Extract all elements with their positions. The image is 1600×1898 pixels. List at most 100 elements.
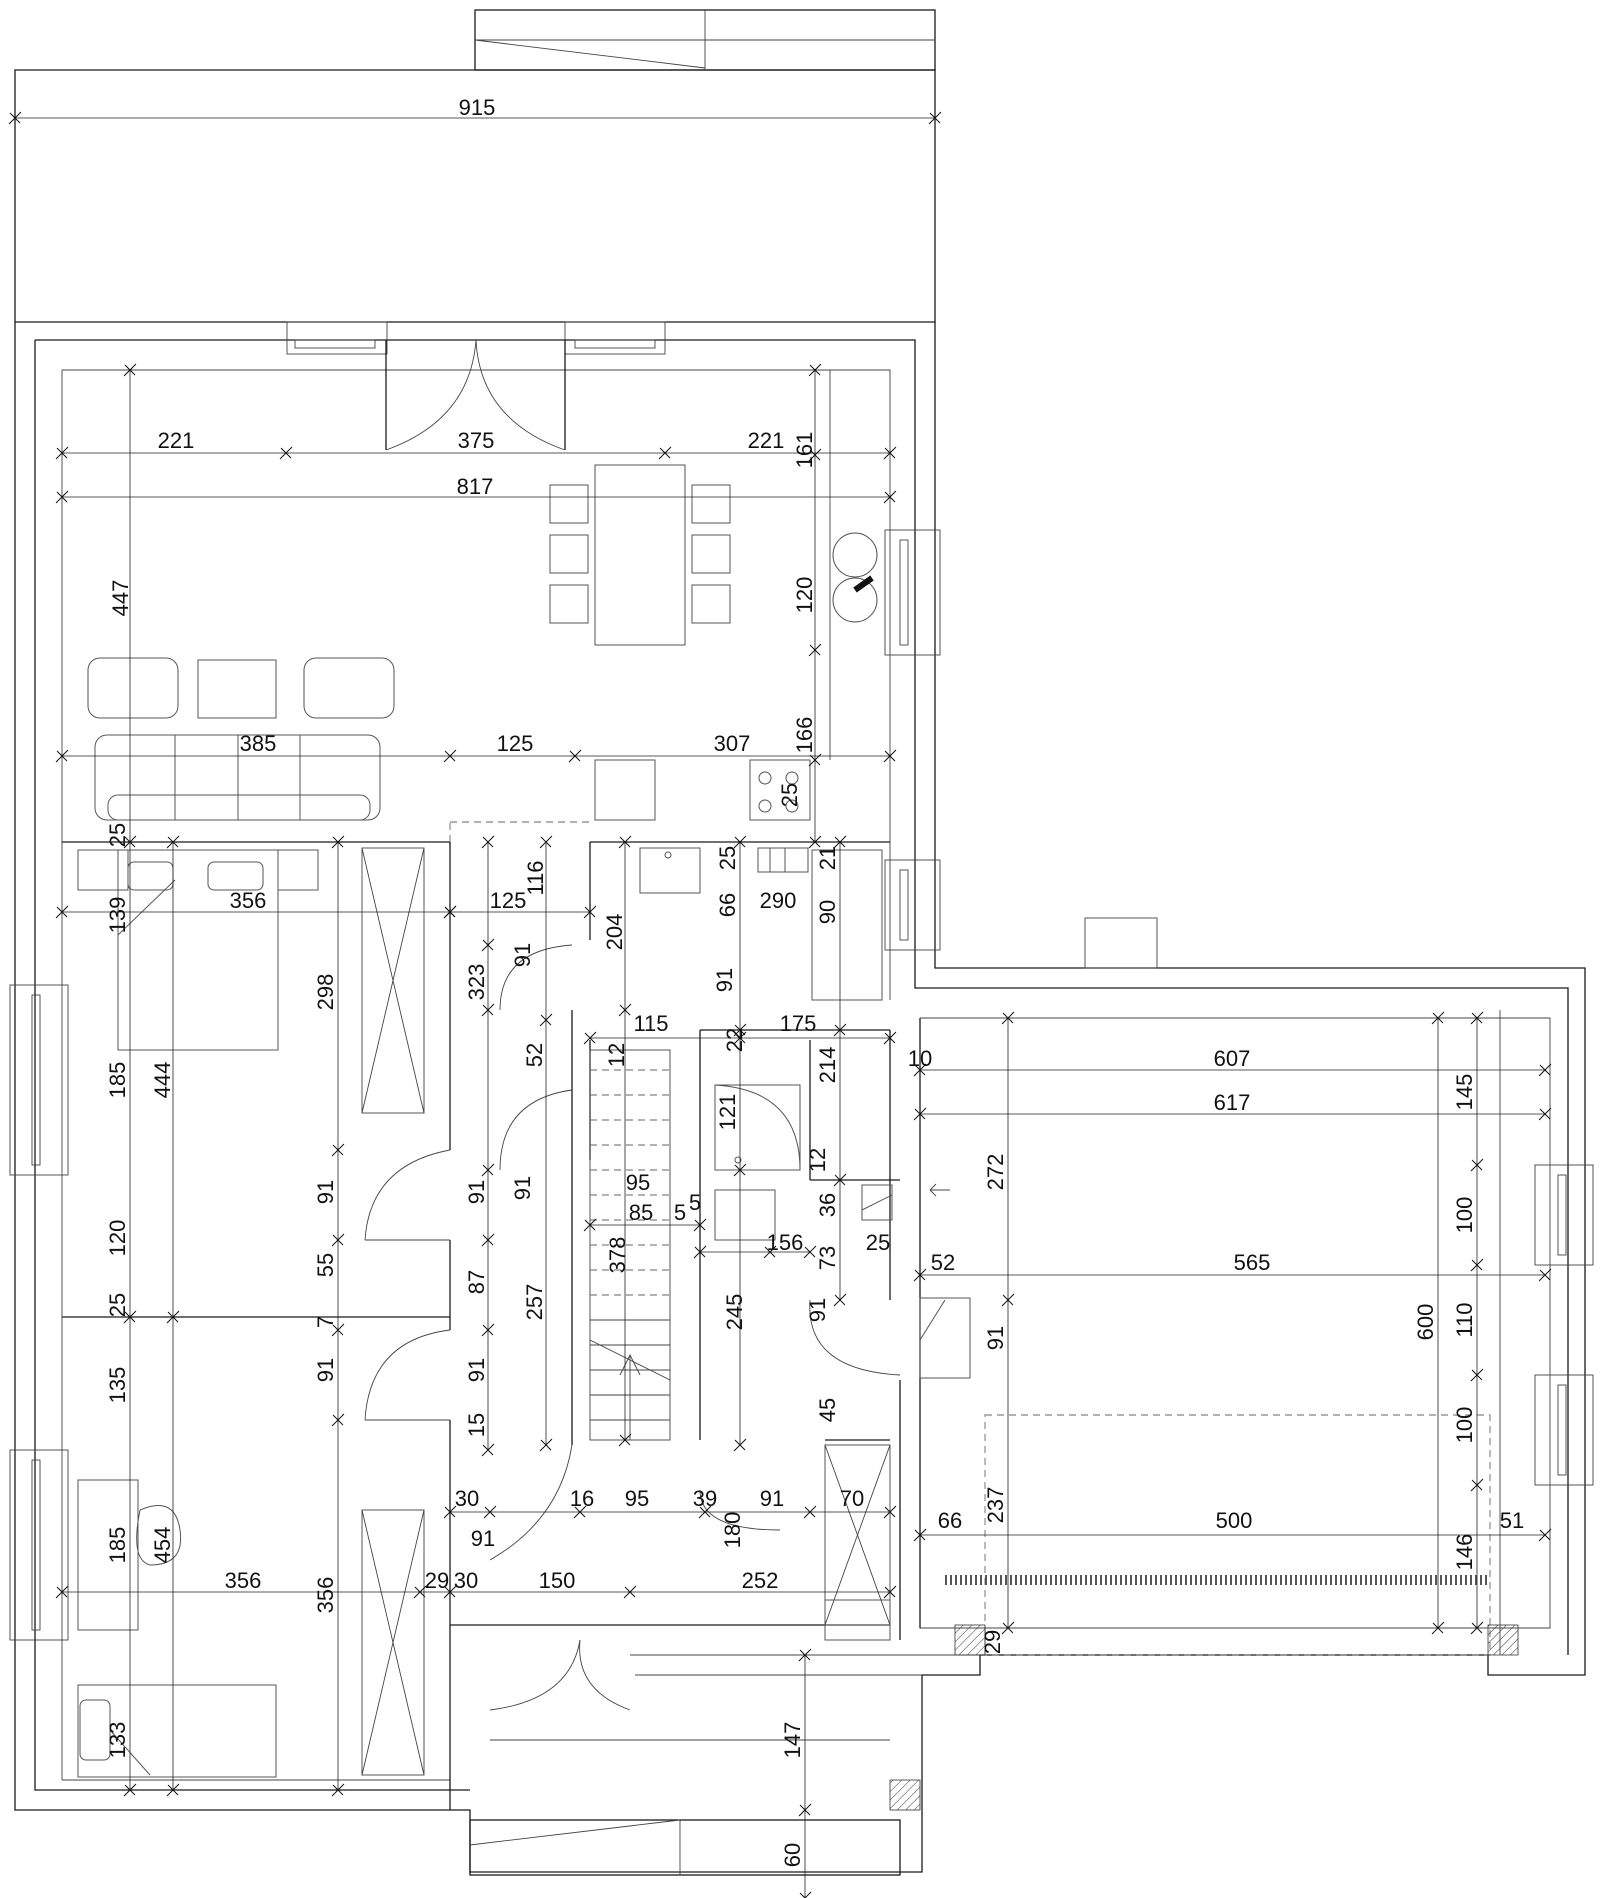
dim-label: 214	[815, 1047, 840, 1084]
dimension-line	[884, 750, 896, 762]
dimension-line	[332, 1414, 344, 1426]
dimension-line	[124, 1311, 136, 1323]
dimension-line	[809, 364, 821, 376]
dimension-line	[1539, 1529, 1551, 1541]
dimension-line	[914, 1064, 926, 1076]
dimension-line	[1539, 1064, 1551, 1076]
dimension-line	[834, 1294, 846, 1306]
dimension-line	[1002, 1012, 1014, 1024]
utility-cabinet	[824, 1297, 971, 1626]
dim-label: 100	[1452, 1197, 1477, 1234]
dimension-line	[1539, 1269, 1551, 1281]
dim-label: 25	[866, 1230, 890, 1255]
dim-label: 454	[150, 1527, 175, 1564]
dim-label: 185	[105, 1527, 130, 1564]
dimension-line	[884, 1586, 896, 1598]
dimension-line	[482, 1444, 494, 1456]
dim-label: 66	[715, 893, 740, 917]
dim-label: 25	[777, 783, 802, 807]
dim-label: 22	[722, 1028, 747, 1052]
dimension-line	[482, 1004, 494, 1016]
dim-label: 10	[908, 1046, 932, 1071]
dimension-line	[56, 447, 68, 459]
dimension-line	[809, 836, 821, 848]
interior-walls	[62, 821, 921, 1810]
dimension-line	[694, 1219, 706, 1231]
dim-label: 91	[760, 1486, 784, 1511]
dimension-line	[1471, 1369, 1483, 1381]
dim-label: 73	[815, 1246, 840, 1270]
dimension-line	[1471, 1479, 1483, 1491]
dim-label: 298	[313, 974, 338, 1011]
dim-label: 110	[1452, 1302, 1477, 1337]
dimension-line	[414, 1586, 426, 1598]
dimension-line	[280, 447, 292, 459]
dimension-line	[1471, 1159, 1483, 1171]
dim-label: 125	[490, 888, 527, 913]
dim-label: 55	[313, 1253, 338, 1277]
dim-label: 135	[105, 1367, 130, 1404]
dimension-line	[734, 836, 746, 848]
dim-label: 121	[715, 1094, 740, 1131]
dimension-line	[694, 1246, 706, 1258]
dim-label: 15	[464, 1413, 489, 1437]
dim-label: 175	[780, 1011, 817, 1036]
dim-label: 307	[714, 731, 751, 756]
dimension-labels: 915 221 375 221 161 817 447 120 385 125 …	[105, 95, 1524, 1867]
dim-label: 221	[748, 428, 785, 453]
dim-label: 52	[522, 1043, 547, 1067]
terrace-doors	[385, 339, 566, 451]
dimension-line	[482, 1234, 494, 1246]
dim-label: 12	[604, 1043, 629, 1067]
dimension-line	[619, 1434, 631, 1446]
dimension-line	[540, 1439, 552, 1451]
dimension-line	[1471, 1012, 1483, 1024]
dimension-line	[884, 1032, 896, 1044]
dimension-line	[764, 1246, 776, 1258]
dimension-line	[540, 836, 552, 848]
dim-label: 21	[815, 846, 840, 870]
dim-label: 29	[425, 1568, 449, 1593]
dimension-line	[584, 1219, 596, 1231]
dim-label: 375	[458, 428, 495, 453]
dimension-line	[444, 1586, 456, 1598]
dim-label: 221	[158, 428, 195, 453]
dim-label: 85	[629, 1200, 653, 1225]
dim-label: 252	[742, 1568, 779, 1593]
dimension-line	[124, 1784, 136, 1796]
dimension-line	[734, 1024, 746, 1036]
dimension-line	[1002, 1622, 1014, 1634]
dimension-line	[834, 836, 846, 848]
bedroom-top-furniture	[77, 847, 425, 1114]
dimension-line	[584, 906, 596, 918]
dim-label: 16	[570, 1486, 594, 1511]
dim-label: 36	[815, 1193, 840, 1217]
dimension-line	[804, 1506, 816, 1518]
dimension-line	[56, 750, 68, 762]
dim-label: 915	[459, 95, 496, 120]
dim-label: 91	[313, 1358, 338, 1382]
dimension-line	[809, 644, 821, 656]
dimension-line	[914, 1108, 926, 1120]
dim-label: 39	[693, 1486, 717, 1511]
dimension-line	[56, 906, 68, 918]
dim-label: 356	[225, 1568, 262, 1593]
dimension-line	[482, 939, 494, 951]
dim-label: 185	[105, 1062, 130, 1099]
dim-label: 180	[720, 1512, 745, 1549]
dim-label: 607	[1214, 1046, 1251, 1071]
dim-label: 245	[722, 1294, 747, 1331]
dimension-line	[809, 449, 821, 461]
terrace-outline	[14, 9, 936, 322]
dim-label: 100	[1452, 1407, 1477, 1444]
dim-label: 120	[105, 1220, 130, 1257]
dimension-line	[804, 1246, 816, 1258]
dim-label: 45	[815, 1398, 840, 1422]
dimension-line	[167, 1311, 179, 1323]
dim-label: 125	[497, 731, 534, 756]
dimension-line	[884, 491, 896, 503]
dim-label: 25	[715, 846, 740, 870]
dimension-lines	[8, 111, 1552, 1898]
dim-label: 29	[980, 1630, 1005, 1654]
dimension-line	[167, 836, 179, 848]
